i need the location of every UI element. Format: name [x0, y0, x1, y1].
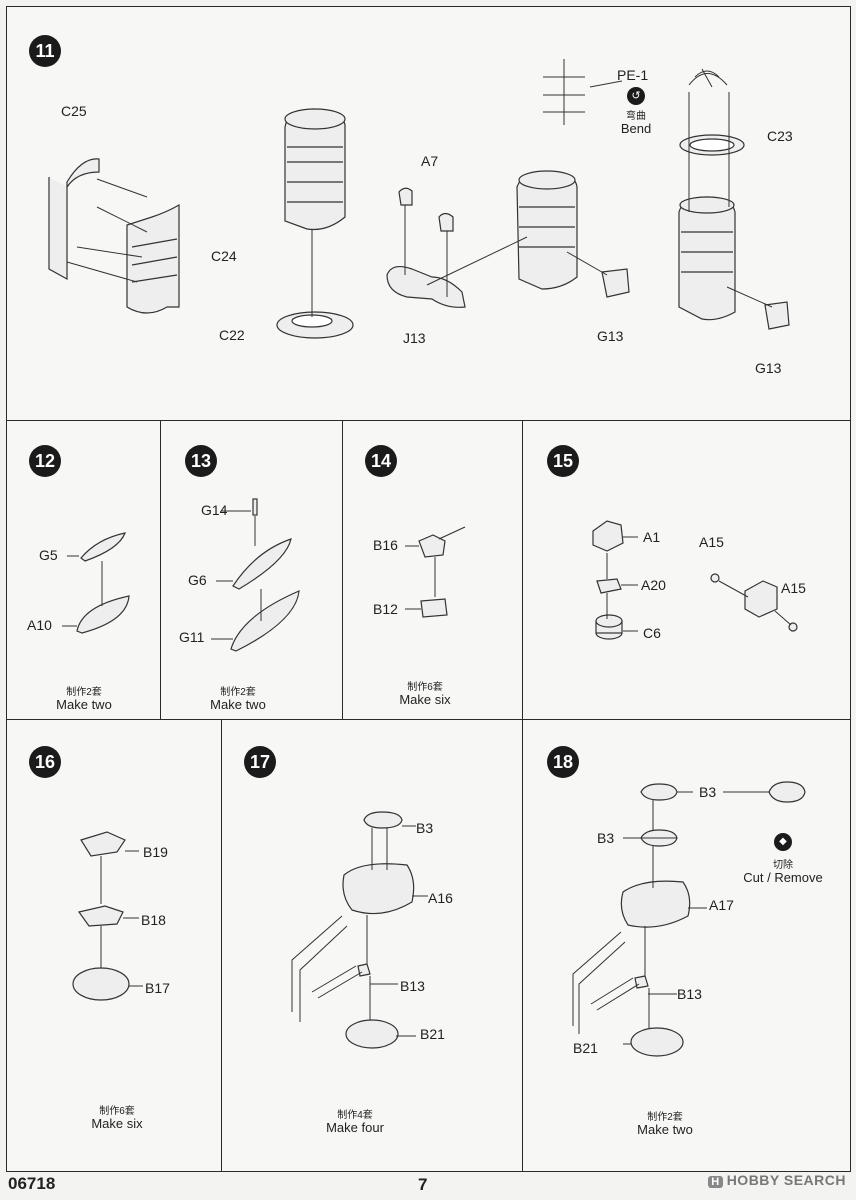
part-label: A17 — [709, 897, 734, 913]
part-label: C24 — [211, 248, 237, 264]
part-label: B21 — [573, 1040, 598, 1056]
step-15-panel: 15 A1 A20 C6 A15 A15 — [522, 420, 851, 721]
step-13-panel: 13 G14 G6 G11 制作2套 Make two — [160, 420, 344, 721]
step-number: 11 — [29, 35, 61, 67]
step-17-drawing — [291, 811, 428, 1049]
step-number: 12 — [29, 445, 61, 477]
quantity-en: Make two — [56, 697, 112, 712]
part-label: B12 — [373, 601, 398, 617]
step-number: 17 — [244, 746, 276, 778]
quantity-cn: 制作2套 — [647, 1112, 683, 1123]
page-number: 7 — [418, 1175, 428, 1194]
quantity-cn: 制作2套 — [66, 687, 102, 698]
step-11-drawing — [48, 59, 790, 339]
part-label: B13 — [400, 978, 425, 994]
step-14-drawing — [405, 526, 466, 618]
step-13-drawing — [211, 498, 300, 652]
remove-cn: 切除 — [773, 860, 793, 871]
bend-cn: 弯曲 — [626, 111, 646, 122]
part-label: C22 — [219, 327, 245, 343]
part-label: B3 — [416, 820, 434, 836]
part-label: A7 — [421, 153, 439, 169]
quantity-cn: 制作4套 — [337, 1110, 373, 1121]
part-label: A15 — [699, 534, 724, 550]
step-14-panel: 14 B16 B12 制作6套 Make six — [342, 420, 524, 721]
part-label: A15 — [781, 580, 806, 596]
part-label: A10 — [27, 617, 52, 633]
quantity-en: Make six — [91, 1116, 143, 1131]
watermark-logo: H — [708, 1176, 723, 1188]
step-number: 15 — [547, 445, 579, 477]
step-16-drawing — [72, 831, 143, 1001]
part-label: B16 — [373, 537, 398, 553]
part-label: G13 — [597, 328, 624, 344]
step-16-panel: 16 B19 B18 B17 制作6套 Make six — [6, 719, 223, 1172]
step-18-drawing — [572, 781, 806, 1057]
quantity-en: Make four — [326, 1120, 384, 1135]
part-label: G14 — [201, 502, 228, 518]
part-label: PE-1 — [617, 67, 649, 83]
part-label: G11 — [179, 629, 205, 645]
part-label: G6 — [188, 572, 207, 588]
product-code: 06718 — [8, 1174, 56, 1193]
part-label: C23 — [767, 128, 793, 144]
bend-icon: ↺ — [627, 87, 645, 105]
part-label: B17 — [145, 980, 170, 996]
part-label: A16 — [428, 890, 453, 906]
part-label: C25 — [61, 103, 87, 119]
part-label: G13 — [755, 360, 782, 376]
quantity-en: Make two — [210, 697, 266, 712]
quantity-cn: 制作6套 — [99, 1106, 135, 1117]
step-12-drawing — [62, 532, 130, 634]
part-label: A1 — [643, 529, 661, 545]
part-label: B21 — [420, 1026, 445, 1042]
cut-icon: ◆ — [774, 833, 792, 851]
part-label: G5 — [39, 547, 58, 563]
step-number: 14 — [365, 445, 397, 477]
quantity-en: Make two — [637, 1122, 693, 1137]
quantity-cn: 制作2套 — [220, 687, 256, 698]
part-label: B13 — [677, 986, 702, 1002]
quantity-cn: 制作6套 — [407, 682, 443, 693]
part-label: B19 — [143, 844, 168, 860]
part-label: J13 — [403, 330, 426, 346]
part-label: C6 — [643, 625, 661, 641]
step-number: 18 — [547, 746, 579, 778]
part-label: A20 — [641, 577, 666, 593]
part-label: B18 — [141, 912, 166, 928]
step-number: 16 — [29, 746, 61, 778]
step-12-panel: 12 G5 A10 制作2套 Make two — [6, 420, 162, 721]
step-11-panel: 11 — [6, 6, 851, 422]
part-label: B3 — [699, 784, 717, 800]
watermark-text: HOBBY SEARCH — [726, 1172, 846, 1188]
bend-en: Bend — [620, 121, 652, 136]
step-15-drawing — [592, 520, 798, 640]
step-number: 13 — [185, 445, 217, 477]
part-label: B3 — [597, 830, 615, 846]
step-18-panel: 18 B3 B3 A17 B13 B21 ◆ 切除 Cut / Remove 制… — [522, 719, 851, 1172]
step-17-panel: 17 B3 A16 B13 B21 制作4套 Make four — [221, 719, 524, 1172]
remove-en: Cut / Remove — [743, 870, 823, 885]
quantity-en: Make six — [399, 692, 451, 707]
